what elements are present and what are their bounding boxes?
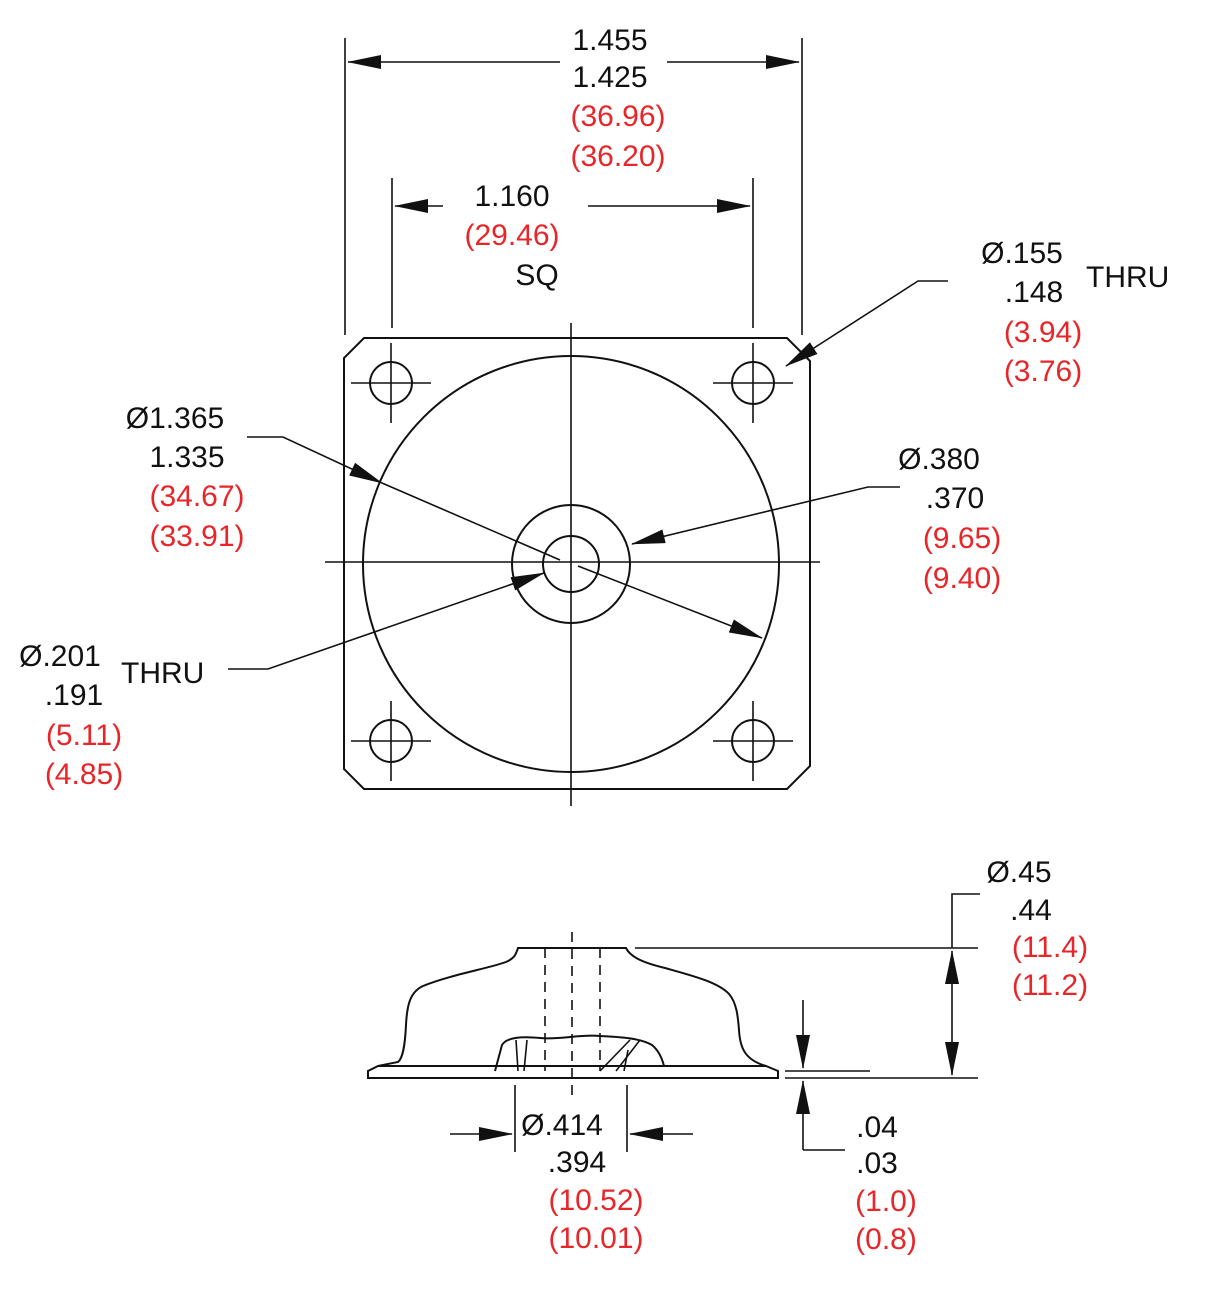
base-thickness-dimension bbox=[785, 1000, 870, 1151]
base-thickness-min-mm: (0.8) bbox=[855, 1223, 917, 1256]
center-hole-max-mm: (5.11) bbox=[46, 719, 122, 752]
bore-min: .394 bbox=[548, 1146, 606, 1179]
height-dimension bbox=[635, 893, 980, 1079]
hub-leader bbox=[631, 486, 900, 545]
height-max: Ø.45 bbox=[986, 856, 1051, 889]
mount-hole-min: .148 bbox=[1005, 276, 1063, 309]
mount-hole-bottom-left bbox=[351, 701, 431, 781]
boss-circle-max-mm: (34.67) bbox=[149, 480, 244, 513]
center-hole-max: Ø.201 bbox=[19, 640, 101, 673]
hub-max: Ø.380 bbox=[898, 443, 980, 476]
hub-min: .370 bbox=[926, 482, 984, 515]
bore-min-mm: (10.01) bbox=[548, 1222, 643, 1255]
center-hole-note: THRU bbox=[121, 657, 204, 690]
mount-hole-bottom-right bbox=[713, 701, 793, 781]
mount-hole-leader bbox=[785, 280, 948, 367]
mount-hole-max: Ø.155 bbox=[981, 237, 1063, 270]
dimension-labels: 1.455 1.425 (36.96) (36.20) 1.160 (29.46… bbox=[19, 24, 1169, 1256]
hole-spacing-dimension bbox=[391, 178, 754, 328]
base-flange bbox=[367, 1065, 779, 1079]
mount-hole-max-mm: (3.94) bbox=[1004, 316, 1082, 349]
overall-width-max-mm: (36.96) bbox=[570, 100, 665, 133]
hub-min-mm: (9.40) bbox=[923, 562, 1001, 595]
height-max-mm: (11.4) bbox=[1012, 931, 1088, 964]
mount-hole-note: THRU bbox=[1086, 261, 1169, 294]
dome-profile bbox=[377, 947, 767, 1067]
mount-hole-top-left bbox=[351, 343, 431, 423]
hub-max-mm: (9.65) bbox=[923, 522, 1001, 555]
base-thickness-max-mm: (1.0) bbox=[855, 1185, 917, 1218]
boss-diameter-leader-lower bbox=[577, 565, 763, 639]
overall-width-min-mm: (36.20) bbox=[570, 140, 665, 173]
boss-circle-min: 1.335 bbox=[149, 441, 224, 474]
hole-spacing-note: SQ bbox=[515, 259, 558, 292]
boss-diameter-leader bbox=[247, 436, 383, 484]
plate-outline bbox=[343, 337, 811, 790]
mount-hole-top-right bbox=[713, 343, 793, 423]
height-min: .44 bbox=[1010, 894, 1052, 927]
boss-circle-max: Ø1.365 bbox=[126, 402, 224, 435]
overall-width-max: 1.455 bbox=[572, 24, 647, 57]
overall-width-dimension bbox=[344, 38, 803, 335]
base-thickness-min: .03 bbox=[856, 1147, 898, 1180]
center-hole-min-mm: (4.85) bbox=[45, 758, 123, 791]
bore-max: Ø.414 bbox=[521, 1109, 603, 1142]
top-view bbox=[228, 38, 948, 806]
bore-max-mm: (10.52) bbox=[548, 1184, 643, 1217]
side-view bbox=[367, 893, 980, 1152]
boss-circle-min-mm: (33.91) bbox=[149, 520, 244, 553]
center-hole-min: .191 bbox=[45, 679, 103, 712]
overall-width-min: 1.425 bbox=[572, 61, 647, 94]
base-thickness-max: .04 bbox=[856, 1111, 898, 1144]
hole-spacing-value-mm: (29.46) bbox=[464, 219, 559, 252]
hole-spacing-value: 1.160 bbox=[474, 180, 549, 213]
mount-hole-min-mm: (3.76) bbox=[1004, 355, 1082, 388]
height-min-mm: (11.2) bbox=[1012, 969, 1088, 1002]
center-hole-leader bbox=[228, 572, 545, 670]
bore-dimension bbox=[450, 1085, 693, 1152]
